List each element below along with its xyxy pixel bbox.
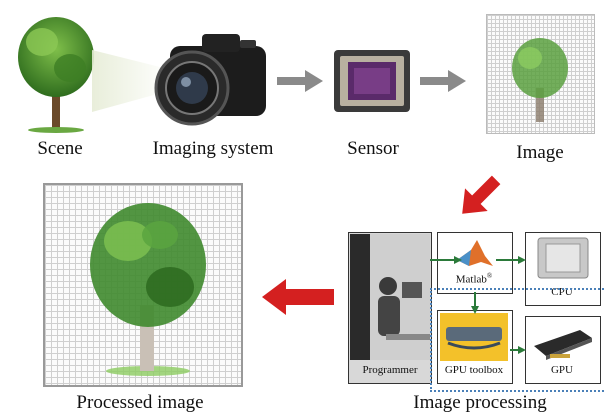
label-image-processing: Image processing — [413, 392, 547, 413]
red-arrow-down — [462, 175, 501, 214]
camera-image — [154, 34, 266, 126]
label-processed-image: Processed image — [76, 392, 204, 413]
image-tree — [512, 38, 568, 122]
gpu-card-image — [534, 330, 592, 360]
label-scene: Scene — [37, 138, 83, 159]
gpu-toolbox-logo — [440, 313, 508, 361]
dotted-gpu-region — [430, 288, 605, 392]
cpu-chip-image — [537, 237, 589, 279]
green-arrows — [430, 256, 526, 354]
light-beam — [92, 50, 172, 112]
label-sensor: Sensor — [347, 138, 399, 159]
sensor-image — [334, 50, 410, 112]
red-arrow-left — [262, 279, 334, 315]
label-image: Image — [516, 142, 564, 163]
matlab-box — [437, 232, 513, 294]
scene-tree-image — [18, 17, 94, 133]
gray-arrow-2 — [420, 70, 466, 92]
label-gpu-toolbox: GPU toolbox — [444, 364, 504, 376]
gray-arrow-1 — [277, 70, 323, 92]
matlab-logo — [457, 240, 493, 266]
label-programmer: Programmer — [362, 364, 418, 376]
processed-tree — [90, 203, 206, 376]
label-gpu: GPU — [550, 364, 573, 376]
matlab-registered-mark: ® — [486, 272, 493, 280]
programmer-photo — [350, 234, 430, 360]
label-imaging-system: Imaging system — [152, 138, 274, 159]
matlab-text: Matlab — [455, 273, 487, 286]
label-matlab: Matlab® — [437, 272, 511, 286]
